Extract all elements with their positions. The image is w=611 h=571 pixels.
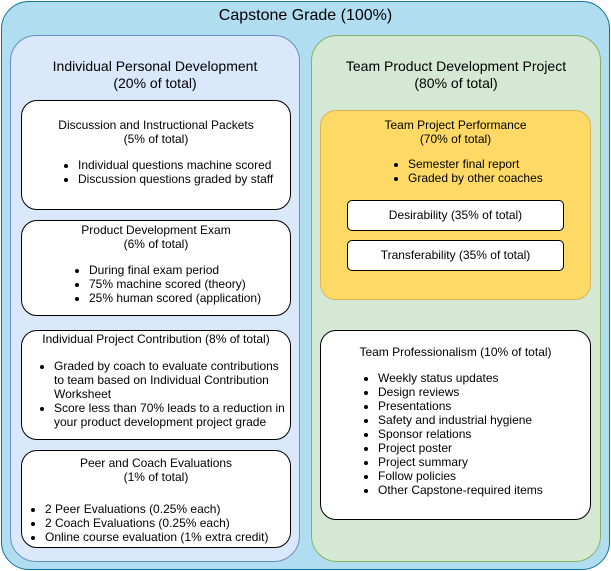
card-title: Individual Project Contribution (8% of t…: [22, 332, 290, 346]
team-project-title: Team Product Development Project (80% of…: [311, 58, 601, 92]
list-item: Semester final report: [408, 157, 590, 171]
card-title: Peer and Coach Evaluations (1% of total): [22, 456, 290, 484]
card-title: Discussion and Instructional Packets (5%…: [22, 118, 290, 146]
list-item: Other Capstone-required items: [378, 483, 590, 497]
diagram-title: Capstone Grade (100%): [218, 7, 393, 24]
card-team-professionalism: Team Professionalism (10% of total) Week…: [320, 330, 591, 520]
card-title: Product Development Exam (6% of total): [22, 223, 290, 251]
list-item: Weekly status updates: [378, 371, 590, 385]
card-bullet-list: Semester final report Graded by other co…: [321, 157, 590, 185]
group-title-text: Team Product Development Project: [345, 58, 567, 74]
list-item: During final exam period: [89, 263, 290, 277]
card-peer-coach-evaluations: Peer and Coach Evaluations (1% of total)…: [21, 450, 291, 548]
individual-development-title: Individual Personal Development (20% of …: [10, 58, 300, 92]
list-item: Online course evaluation (1% extra credi…: [45, 530, 290, 544]
list-item: 2 Peer Evaluations (0.25% each): [45, 502, 290, 516]
list-item: Safety and industrial hygiene: [378, 413, 590, 427]
list-item: Project summary: [378, 455, 590, 469]
list-item: Presentations: [378, 399, 590, 413]
card-title-text: Team Professionalism (10% of total): [359, 345, 552, 359]
card-title: Team Professionalism (10% of total): [321, 345, 590, 359]
card-subtitle-text: (1% of total): [123, 470, 189, 484]
card-project-contribution: Individual Project Contribution (8% of t…: [21, 330, 291, 440]
list-item: Graded by other coaches: [408, 171, 590, 185]
desirability-box: Desirability (35% of total): [347, 200, 564, 231]
card-bullet-list: 2 Peer Evaluations (0.25% each) 2 Coach …: [22, 502, 290, 544]
list-item: 75% machine scored (theory): [89, 277, 290, 291]
list-item: Discussion questions graded by staff: [78, 172, 290, 186]
card-title-text: Product Development Exam: [81, 223, 231, 237]
list-item: Graded by coach to evaluate contribution…: [54, 359, 286, 401]
card-subtitle-text: (5% of total): [123, 132, 189, 146]
card-subtitle-text: (70% of total): [419, 132, 492, 146]
card-title: Team Project Performance (70% of total): [321, 118, 590, 146]
card-bullet-list: During final exam period 75% machine sco…: [22, 263, 290, 305]
card-bullet-list: Weekly status updates Design reviews Pre…: [321, 371, 590, 497]
card-product-exam: Product Development Exam (6% of total) D…: [21, 220, 291, 316]
group-subtitle-text: (80% of total): [414, 75, 498, 91]
list-item: Project poster: [378, 441, 590, 455]
list-item: Score less than 70% leads to a reduction…: [54, 401, 286, 429]
list-item: 2 Coach Evaluations (0.25% each): [45, 516, 290, 530]
list-item: Individual questions machine scored: [78, 158, 290, 172]
card-title-text: Discussion and Instructional Packets: [58, 118, 254, 132]
transferability-box: Transferability (35% of total): [347, 240, 564, 271]
list-item: Design reviews: [378, 385, 590, 399]
group-subtitle-text: (20% of total): [113, 75, 197, 91]
list-item: 25% human scored (application): [89, 291, 290, 305]
card-bullet-list: Graded by coach to evaluate contribution…: [22, 359, 290, 429]
card-bullet-list: Individual questions machine scored Disc…: [22, 158, 290, 186]
list-item: Follow policies: [378, 469, 590, 483]
card-title-text: Individual Project Contribution (8% of t…: [42, 332, 270, 346]
card-title-text: Team Project Performance: [384, 118, 527, 132]
card-title-text: Peer and Coach Evaluations: [79, 456, 233, 470]
card-discussion-packets: Discussion and Instructional Packets (5%…: [21, 100, 291, 210]
card-subtitle-text: (6% of total): [123, 237, 189, 251]
list-item: Sponsor relations: [378, 427, 590, 441]
group-title-text: Individual Personal Development: [52, 58, 258, 74]
